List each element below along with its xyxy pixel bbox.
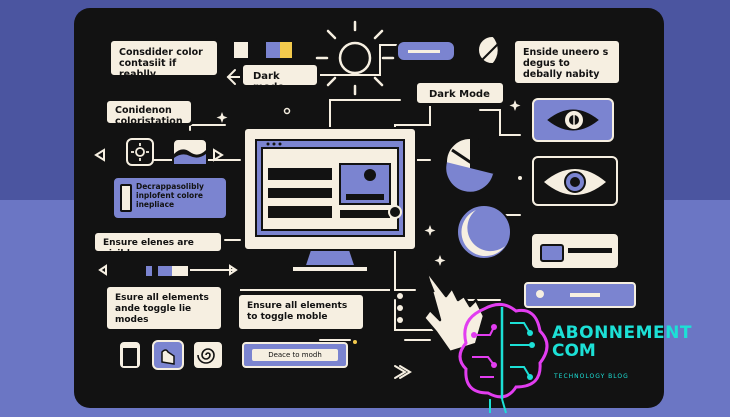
toggle-pill-right[interactable]	[524, 282, 636, 308]
brand-logo: ABONNEMENT COM TECHNOLOGY BLOG	[450, 295, 692, 415]
wave-icon	[174, 149, 206, 164]
swatch-dark	[250, 42, 266, 58]
note-toggle-modes-text: Esure all elements ande toggle lie modes	[115, 293, 209, 325]
toggle-chip-line	[408, 50, 440, 53]
slider-card[interactable]	[530, 232, 620, 270]
swatch-yellow	[280, 42, 292, 58]
left-slider-thumb[interactable]	[152, 264, 158, 278]
note-color-contrast: Consdider color contasiit if reablly	[108, 38, 220, 80]
mode-switch-button[interactable]: Deace to modh	[242, 342, 348, 368]
note-color-contrast-text: Consdider color contasiit if reablly	[119, 47, 203, 80]
left-slider-bar[interactable]	[144, 264, 190, 278]
phone-icon	[120, 184, 132, 212]
toggle-chip-top[interactable]	[396, 40, 456, 62]
bottom-tile-spiral[interactable]	[192, 340, 224, 370]
note-colorisation-text: Conidenon coloristation	[115, 105, 183, 127]
hand-icon	[161, 349, 175, 365]
slider-track	[568, 248, 612, 253]
label-dark-mode: Dark mode	[240, 62, 320, 93]
note-ensure-visible-text: Ensure elenes are visible	[103, 238, 194, 259]
swatch-cream	[234, 42, 250, 58]
swatch-lavender	[266, 42, 280, 58]
doc-icon	[123, 348, 137, 366]
note-design-usability: Enside uneero s degus to debally nabity	[512, 38, 622, 86]
slider-thumb[interactable]	[540, 244, 564, 262]
toggle-pill-line	[570, 293, 600, 297]
brain-logo-icon	[458, 303, 549, 414]
eye-card-lavender[interactable]	[532, 98, 614, 142]
spiral-icon	[197, 348, 215, 364]
note-design-usability-text: Enside uneero s degus to debally nabity	[523, 47, 609, 80]
color-swatch-bar	[232, 40, 294, 60]
note-toggle-mobile-text: Ensure all elements to toggle moble	[247, 301, 348, 322]
mode-switch-button-label: Deace to modh	[252, 349, 338, 361]
bottom-tile-hand[interactable]	[152, 340, 184, 370]
note-colorisation: Conidenon coloristation	[104, 98, 194, 127]
wave-image-tile[interactable]	[172, 138, 208, 166]
note-toggle-modes: Esure all elements ande toggle lie modes	[104, 284, 224, 332]
eye-card-dark[interactable]	[532, 156, 618, 206]
toggle-pill-dot	[536, 290, 544, 298]
label-dark-mode-center: Dark Mode	[414, 80, 506, 106]
label-dark-mode-text: Dark mode	[253, 71, 285, 93]
eye-icon-large	[544, 169, 606, 195]
logo-subtitle: COM	[552, 341, 596, 361]
phone-card-text: Decrappasolibly inplofent colore ineplia…	[136, 182, 204, 209]
bottom-tile-doc[interactable]	[118, 340, 142, 370]
label-dark-mode-center-text: Dark Mode	[429, 89, 490, 100]
left-slider-end	[172, 266, 188, 276]
eye-icon	[547, 109, 599, 131]
logo-tagline: TECHNOLOGY BLOG	[554, 373, 629, 380]
gear-icon-tile[interactable]	[126, 138, 154, 166]
note-toggle-mobile: Ensure all elements to toggle moble	[236, 292, 366, 332]
logo-title: ABONNEMENT	[552, 323, 692, 343]
phone-card: Decrappasolibly inplofent colore ineplia…	[112, 176, 228, 220]
gear-icon	[131, 143, 149, 161]
note-ensure-visible: Ensure elenes are visible	[92, 230, 224, 259]
